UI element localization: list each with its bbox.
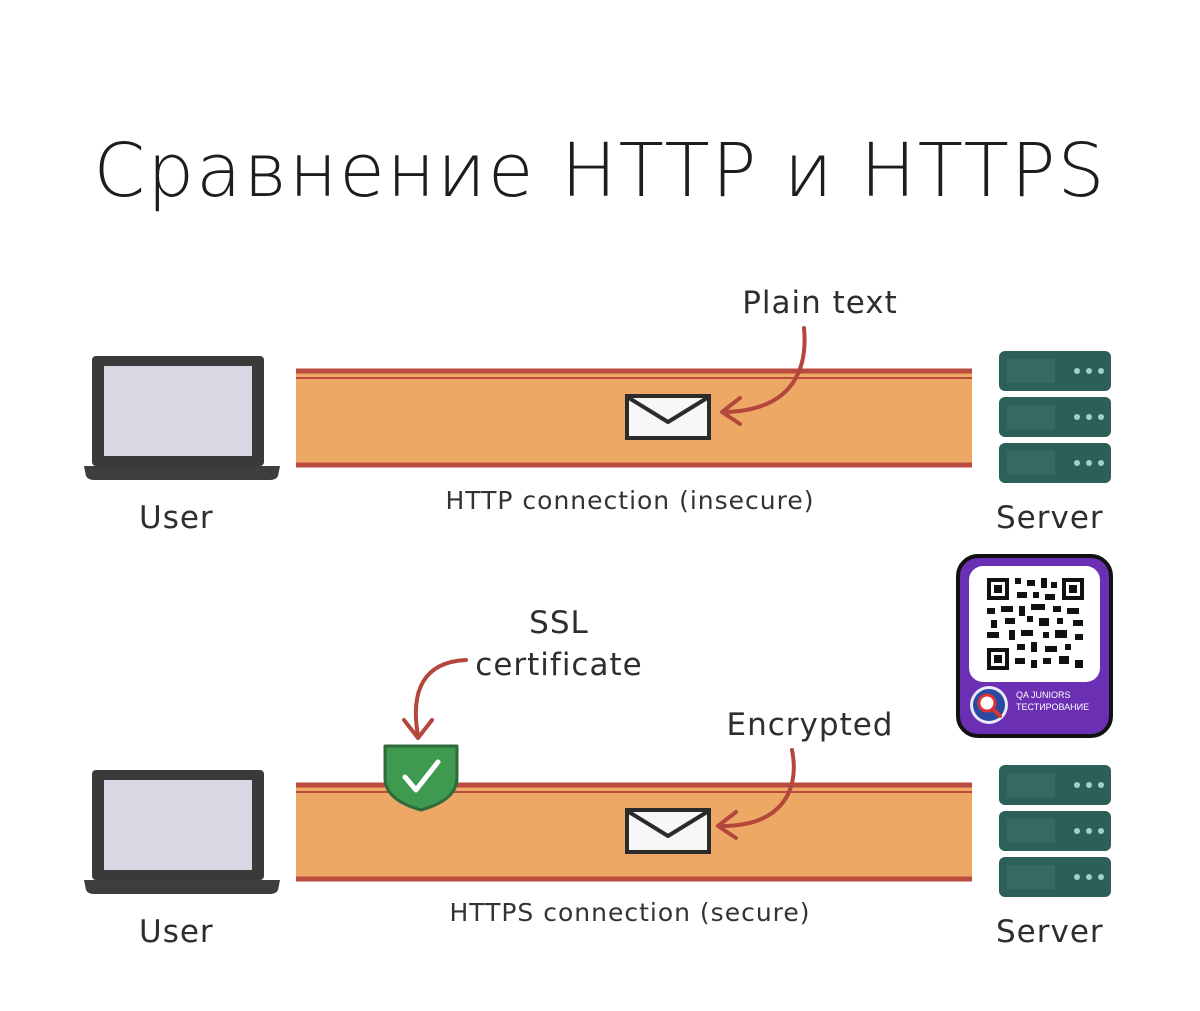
qa-juniors-brand: QA JUNIORS ТЕСТИРОВАНИЕ xyxy=(1016,689,1112,713)
page-title: Сравнение HTTP и HTTPS xyxy=(93,128,1107,214)
ssl-certificate-arrow xyxy=(402,658,468,740)
plain-text-annotation: Plain text xyxy=(742,285,898,321)
server-label: Server xyxy=(996,914,1104,950)
server-icon xyxy=(999,765,1111,897)
encrypted-message-envelope-icon xyxy=(625,808,711,854)
ssl-certificate-annotation: SSL certificate xyxy=(454,602,664,686)
user-label: User xyxy=(139,914,214,950)
qa-juniors-logo-icon xyxy=(970,686,1008,724)
ssl-certificate-annotation-line1: SSL xyxy=(529,605,589,641)
user-label: User xyxy=(139,500,214,536)
qr-code-badge[interactable]: QA JUNIORS ТЕСТИРОВАНИЕ xyxy=(956,554,1113,738)
server-icon xyxy=(999,351,1111,483)
user-laptop-icon xyxy=(84,356,280,480)
plain-message-envelope-icon xyxy=(625,394,711,440)
brand-line-1: QA JUNIORS xyxy=(1016,690,1071,700)
user-laptop-icon xyxy=(84,770,280,894)
encrypted-arrow xyxy=(716,748,796,840)
encrypted-annotation: Encrypted xyxy=(726,707,894,743)
brand-line-2: ТЕСТИРОВАНИЕ xyxy=(1016,702,1090,712)
qr-code-icon[interactable] xyxy=(969,566,1100,682)
ssl-certificate-annotation-line2: certificate xyxy=(475,647,643,683)
https-connection-label: HTTPS connection (secure) xyxy=(449,898,811,927)
http-connection-label: HTTP connection (insecure) xyxy=(445,486,815,515)
plain-text-arrow xyxy=(720,326,807,426)
shield-check-icon xyxy=(383,744,459,812)
server-label: Server xyxy=(996,500,1104,536)
